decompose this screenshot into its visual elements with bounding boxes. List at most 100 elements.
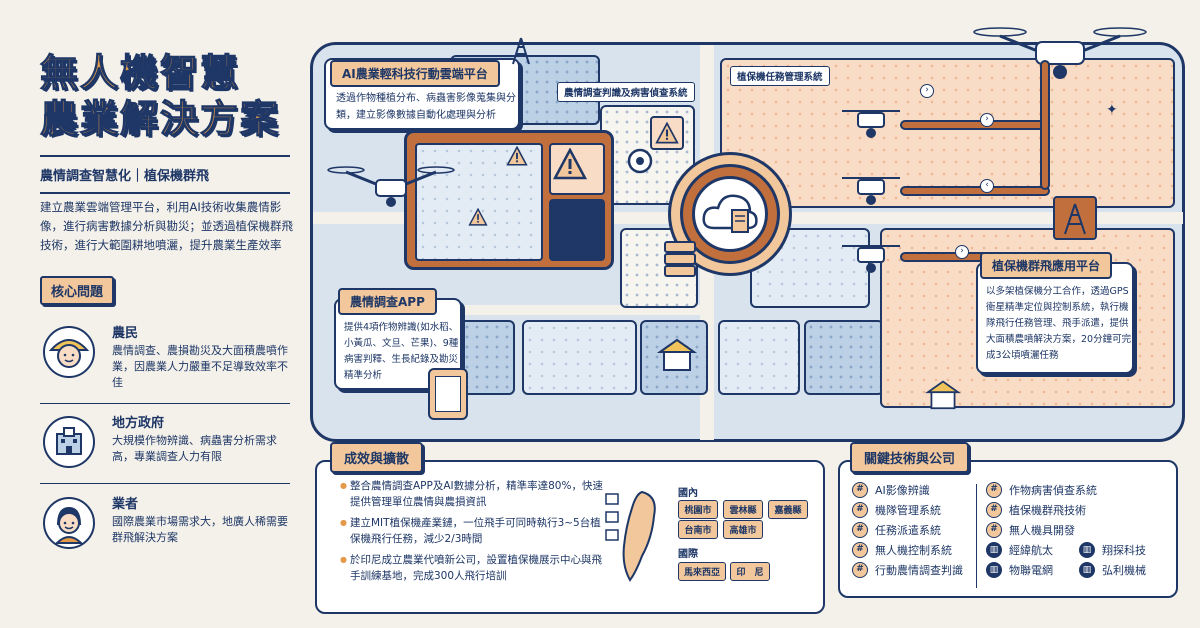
house-icon: [922, 378, 964, 414]
result-item: 建立MIT植保機產業鏈，一位飛手可同時執行3~5台植保機飛行任務，減少2/3時間: [340, 515, 610, 547]
drone-icon: [836, 170, 906, 214]
result-item: 整合農情調查APP及AI數據分析，精準率達80%，快速提供管理單位農情與農損資訊: [340, 478, 610, 510]
warning-icon: [552, 147, 588, 184]
title-line-1: 無人機智慧: [39, 50, 241, 95]
crop-field: [522, 320, 637, 395]
app-title: 農情調查APP: [338, 288, 437, 315]
divider: [976, 484, 977, 588]
page-subtitle: 農情調查智慧化｜植保機群飛: [40, 155, 290, 194]
tech-label: 作物病害偵查系統: [1009, 484, 1097, 497]
tech-item: # 作物病害偵查系統: [986, 480, 1171, 500]
tablet-data-screen: [549, 199, 605, 261]
tech-list-col1: # AI影像辨識 #機隊管理系統 #任務派遣系統 # 無人機控制系統 # 行動農情調查…: [852, 480, 977, 580]
direction-arrow-icon: ‹: [980, 179, 994, 193]
swarm-platform-card: 以多架植保機分工合作，透過GPS衛星精準定位與控制系統，執行機隊飛行任務管理、飛…: [976, 262, 1134, 374]
tech-label: 機隊管理系統: [875, 504, 941, 517]
app-desc: 提供4項作物辨識(如水稻、小黃瓜、文旦、芒果)、9種病害判釋、生長紀錄及勘災精準…: [344, 322, 459, 381]
tech-item: #機隊管理系統: [852, 500, 977, 520]
survey-system-label: 農情調查判識及病害偵查系統: [557, 82, 695, 102]
results-heading: 成效與擴散: [330, 442, 424, 473]
tech-label: AI影像辨識: [875, 484, 930, 497]
cloud-icon: [700, 188, 760, 242]
tech-label: 無人機具開發: [1009, 524, 1075, 537]
taiwan-map-icon: [602, 486, 672, 590]
title-line-2: 農業解決方案: [39, 96, 281, 141]
company-row: ▥物聯電網 ▥弘利機械: [986, 560, 1171, 580]
region-tag: 馬來西亞: [678, 562, 726, 581]
persona-industry: 業者 國際農業市場需求大，地廣人稀需要群飛解決方案: [40, 493, 295, 573]
persona-name: 業者: [112, 497, 139, 512]
persona-name: 地方政府: [112, 416, 165, 431]
sparkle-icon: ✦: [1106, 102, 1118, 118]
divider: [40, 483, 290, 484]
building-icon: ▥: [1079, 542, 1095, 558]
tech-item: # 無人機控制系統: [852, 540, 977, 560]
farmer-avatar: [43, 326, 95, 378]
signal-tower-icon: [510, 36, 532, 70]
crosshair-icon: [627, 148, 653, 178]
core-issues-heading: 核心問題: [40, 276, 115, 305]
tech-label: 任務派遣系統: [875, 524, 941, 537]
hash-icon: #: [986, 502, 1002, 518]
flight-path: [1040, 60, 1050, 190]
persona-desc: 國際農業市場需求大，地廣人稀需要群飛解決方案: [112, 515, 288, 544]
tech-label: 無人機控制系統: [875, 544, 952, 557]
tech-item: #任務派遣系統: [852, 520, 977, 540]
building-icon: ▥: [1079, 562, 1095, 578]
drone-icon: [836, 103, 906, 147]
divider: [40, 403, 290, 404]
company-name: 物聯電網: [1009, 564, 1053, 577]
hash-icon: #: [852, 482, 868, 498]
house-icon: [656, 336, 698, 376]
tech-item: # 植保機群飛技術: [986, 500, 1171, 520]
persona-name: 農民: [112, 326, 139, 341]
hash-icon: #: [986, 482, 1002, 498]
crop-field: [718, 320, 800, 395]
results-list: 整合農情調查APP及AI數據分析，精準率達80%，快速提供管理單位農情與農損資訊…: [340, 478, 610, 589]
warning-icon: [468, 207, 488, 230]
cloud-platform-desc: 透過作物種植分布、病蟲害影像蒐集與分類，建立影像數據自動化處理與分析: [336, 93, 516, 121]
region-tag: 高雄市: [723, 520, 763, 539]
page-title: 無人機智慧 農業解決方案: [39, 50, 300, 142]
region-tag: 嘉義縣: [768, 500, 808, 519]
tech-panel: [838, 460, 1178, 598]
government-building-icon: [43, 416, 95, 468]
tech-item: # 行動農情調查判識: [852, 560, 977, 580]
warning-icon: [650, 116, 684, 150]
drone-icon: [326, 160, 456, 214]
hash-icon: #: [852, 542, 868, 558]
persona-desc: 大規模作物辨識、病蟲害分析需求高，專業調查人力有限: [112, 434, 277, 463]
hash-icon: #: [852, 562, 868, 578]
cloud-platform-title: AI農業輕科技行動雲端平台: [330, 60, 500, 87]
tech-item: # AI影像辨識: [852, 480, 977, 500]
road: [450, 305, 710, 315]
tech-label: 行動農情調查判識: [875, 564, 963, 577]
direction-arrow-icon: ›: [920, 84, 934, 98]
region-tag: 印 尼: [730, 562, 770, 581]
hash-icon: #: [986, 522, 1002, 538]
phone-icon: [428, 368, 468, 420]
tablet-alert-screen: [549, 143, 605, 195]
company-row: ▥ 經緯航太 ▥ 翔探科技: [986, 540, 1171, 560]
direction-arrow-icon: ›: [980, 113, 994, 127]
signal-tower-icon: [1053, 196, 1097, 240]
company-name: 翔探科技: [1102, 544, 1146, 557]
persona-farmer: 農民 農情調查、農損勘災及大面積農噴作業，因農業人力嚴重不足導致效率不佳: [40, 322, 295, 402]
drone-icon: [836, 238, 906, 282]
region-tag: 雲林縣: [723, 500, 763, 519]
businesswoman-avatar: [43, 497, 95, 549]
company-name: 經緯航太: [1009, 544, 1053, 557]
persona-desc: 農情調查、農損勘災及大面積農噴作業，因農業人力嚴重不足導致效率不佳: [112, 344, 288, 389]
building-icon: ▥: [986, 542, 1002, 558]
direction-arrow-icon: ›: [955, 245, 969, 259]
result-item: 於印尼成立農業代噴新公司，設置植保機展示中心與飛手訓練基地，完成300人飛行培訓: [340, 552, 610, 584]
intro-text: 建立農業雲端管理平台，利用AI技術收集農情影像，進行病害數據分析與勘災；並透過植…: [40, 200, 293, 252]
flight-path: [900, 120, 1050, 130]
domestic-label: 國內: [678, 488, 698, 499]
crop-field: [804, 320, 884, 395]
warning-icon: [506, 145, 528, 170]
tech-label: 植保機群飛技術: [1009, 504, 1086, 517]
region-tag: 桃園市: [678, 500, 718, 519]
flight-path: [900, 186, 1050, 196]
tech-item: # 無人機具開發: [986, 520, 1171, 540]
